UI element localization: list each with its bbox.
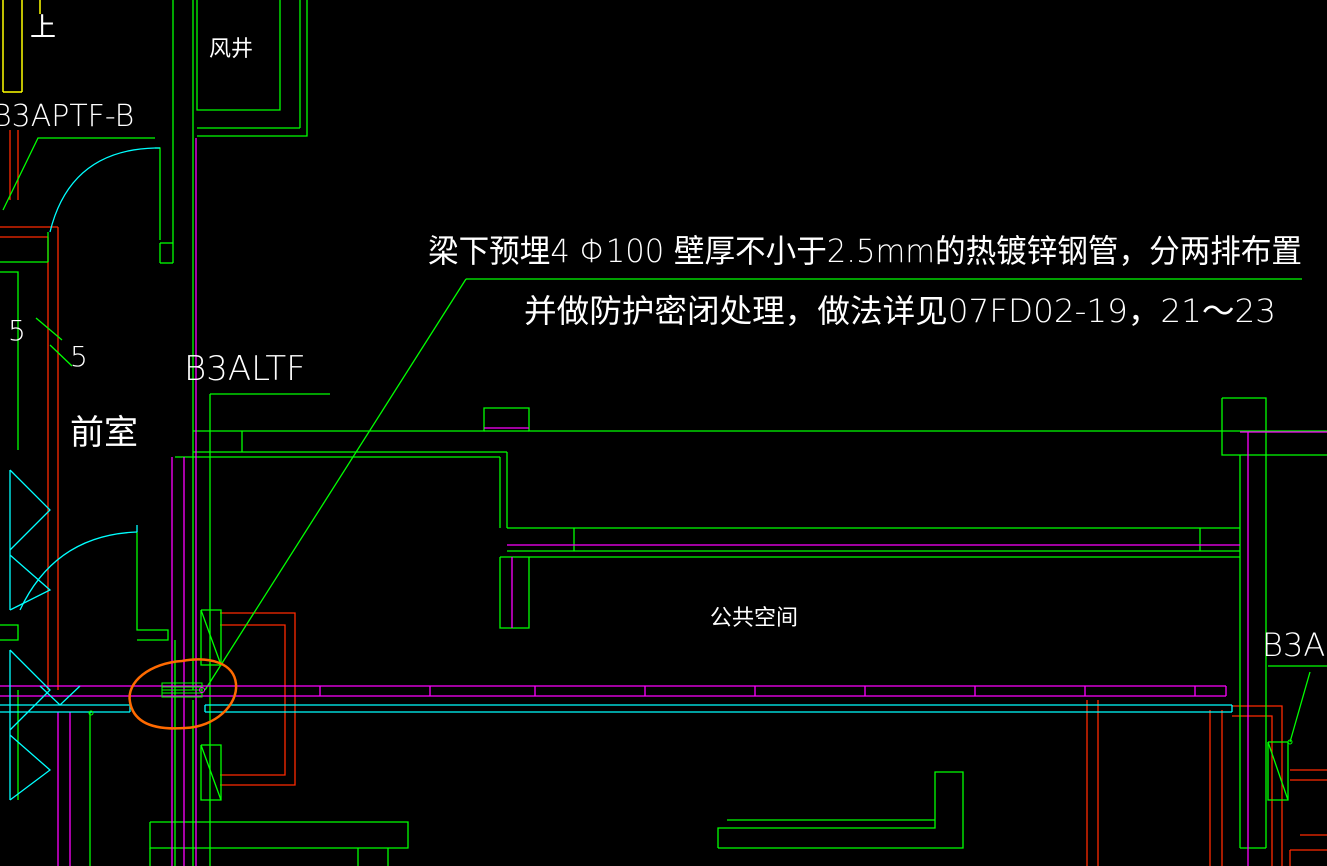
red-wall-lines xyxy=(0,130,1327,866)
label-right-tag: B3A xyxy=(1262,626,1325,664)
label-5a: 5 xyxy=(8,314,26,347)
label-shaft: 风井 xyxy=(209,37,253,62)
label-up: 上 xyxy=(30,13,56,43)
highlight-circle xyxy=(128,658,238,730)
note-line-2: 并做防护密闭处理，做法详见07FD02-19，21～23 xyxy=(524,292,1276,330)
label-altf: B3ALTF xyxy=(184,349,306,389)
label-5b: 5 xyxy=(70,340,88,373)
note-line-1: 梁下预埋4 Φ100 壁厚不小于2.5mm的热镀锌钢管，分两排布置 xyxy=(428,232,1302,270)
label-public-space: 公共空间 xyxy=(710,606,798,631)
yellow-stair-lines xyxy=(2,0,41,93)
embedded-pipe-symbol xyxy=(88,682,1293,745)
label-vestibule: 前室 xyxy=(70,413,138,453)
label-aptf-b: B3APTF-B xyxy=(0,99,134,134)
cyan-lines xyxy=(0,147,1233,801)
labels: 上 B3APTF-B 风井 5 5 前室 B3ALTF 公共空间 B3A 梁下预… xyxy=(0,13,1325,664)
